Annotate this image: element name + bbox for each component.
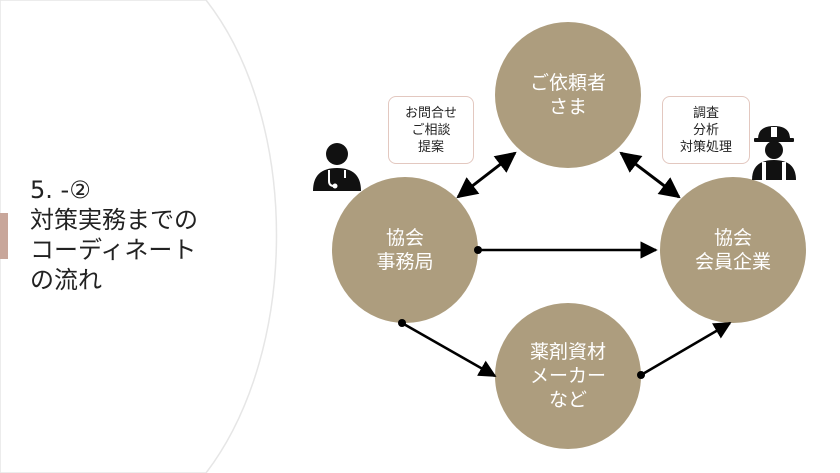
maker-node [495,303,641,449]
accent-bar [0,213,8,259]
client-node-label: ご依頼者 さま [529,72,606,118]
arrow-office-client [456,151,517,199]
member-node [660,177,806,323]
arrow-client-member [619,151,681,199]
left-arc-panel [0,0,278,473]
maker-node-label: 薬剤資材 メーカー など [529,341,606,411]
arrow-origin-dot [637,371,645,379]
arrow-office-maker [401,321,497,378]
arrow-origin-dot [474,246,482,254]
member-node-label: 協会 会員企業 [694,227,771,273]
note-office-client: お問合せ ご相談 提案 [388,96,474,164]
doctor-icon [313,143,361,191]
arrow-origin-dot [398,319,406,327]
arrow-maker-member [640,321,732,377]
note-client-member: 調査 分析 対策処理 [662,96,750,164]
office-node-label: 協会 事務局 [376,227,434,273]
client-node [495,22,641,168]
office-node [332,177,478,323]
slide-title: 5. -② 対策実務までの コーディネート の流れ [30,176,198,294]
worker-icon [752,126,796,180]
